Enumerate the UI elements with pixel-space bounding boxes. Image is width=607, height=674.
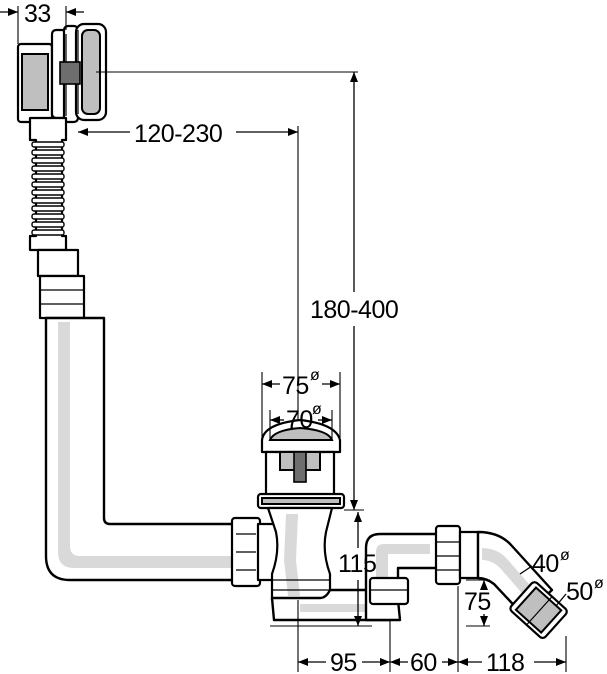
hose-rib xyxy=(31,149,65,156)
dim-180-400-label: 180-400 xyxy=(310,296,398,324)
diameter-symbol-40: ø xyxy=(560,547,570,564)
dim-60-label: 60 xyxy=(410,649,437,674)
hose-rib xyxy=(31,229,65,236)
hose-rib xyxy=(31,189,65,196)
diameter-symbol-75: ø xyxy=(310,367,320,384)
corrugated-hose xyxy=(28,116,86,320)
dim-40-diameter-label: 40 xyxy=(532,550,559,578)
hose-rib xyxy=(31,197,65,204)
diameter-symbol-70: ø xyxy=(312,401,322,418)
overflow-head xyxy=(16,22,108,124)
hose-rib xyxy=(31,221,65,228)
dim-50-diameter-label: 50 xyxy=(566,578,593,606)
dim-70-diameter-label: 70 xyxy=(286,406,313,434)
dim-75-diameter-label: 75 xyxy=(282,372,309,400)
dim-75-trap-label: 75 xyxy=(464,588,491,616)
hose-rib xyxy=(31,141,65,148)
trap-assembly xyxy=(270,524,568,640)
overflow-pipe xyxy=(44,316,238,582)
hose-rib xyxy=(31,205,65,212)
union-nut xyxy=(230,516,280,588)
dimension-lines xyxy=(0,6,567,672)
dim-95-label: 95 xyxy=(330,649,357,674)
hose-rib xyxy=(31,173,65,180)
dim-118-label: 118 xyxy=(486,649,524,674)
dim-120-230-label: 120-230 xyxy=(134,120,222,148)
hose-rib xyxy=(31,165,65,172)
hose-rib xyxy=(31,181,65,188)
hose-rib xyxy=(31,157,65,164)
diameter-symbol-50: ø xyxy=(594,575,604,592)
drain-plug xyxy=(256,418,346,602)
dim-33-label: 33 xyxy=(24,0,51,28)
hose-rib xyxy=(31,213,65,220)
dim-115-label: 115 xyxy=(338,550,376,578)
